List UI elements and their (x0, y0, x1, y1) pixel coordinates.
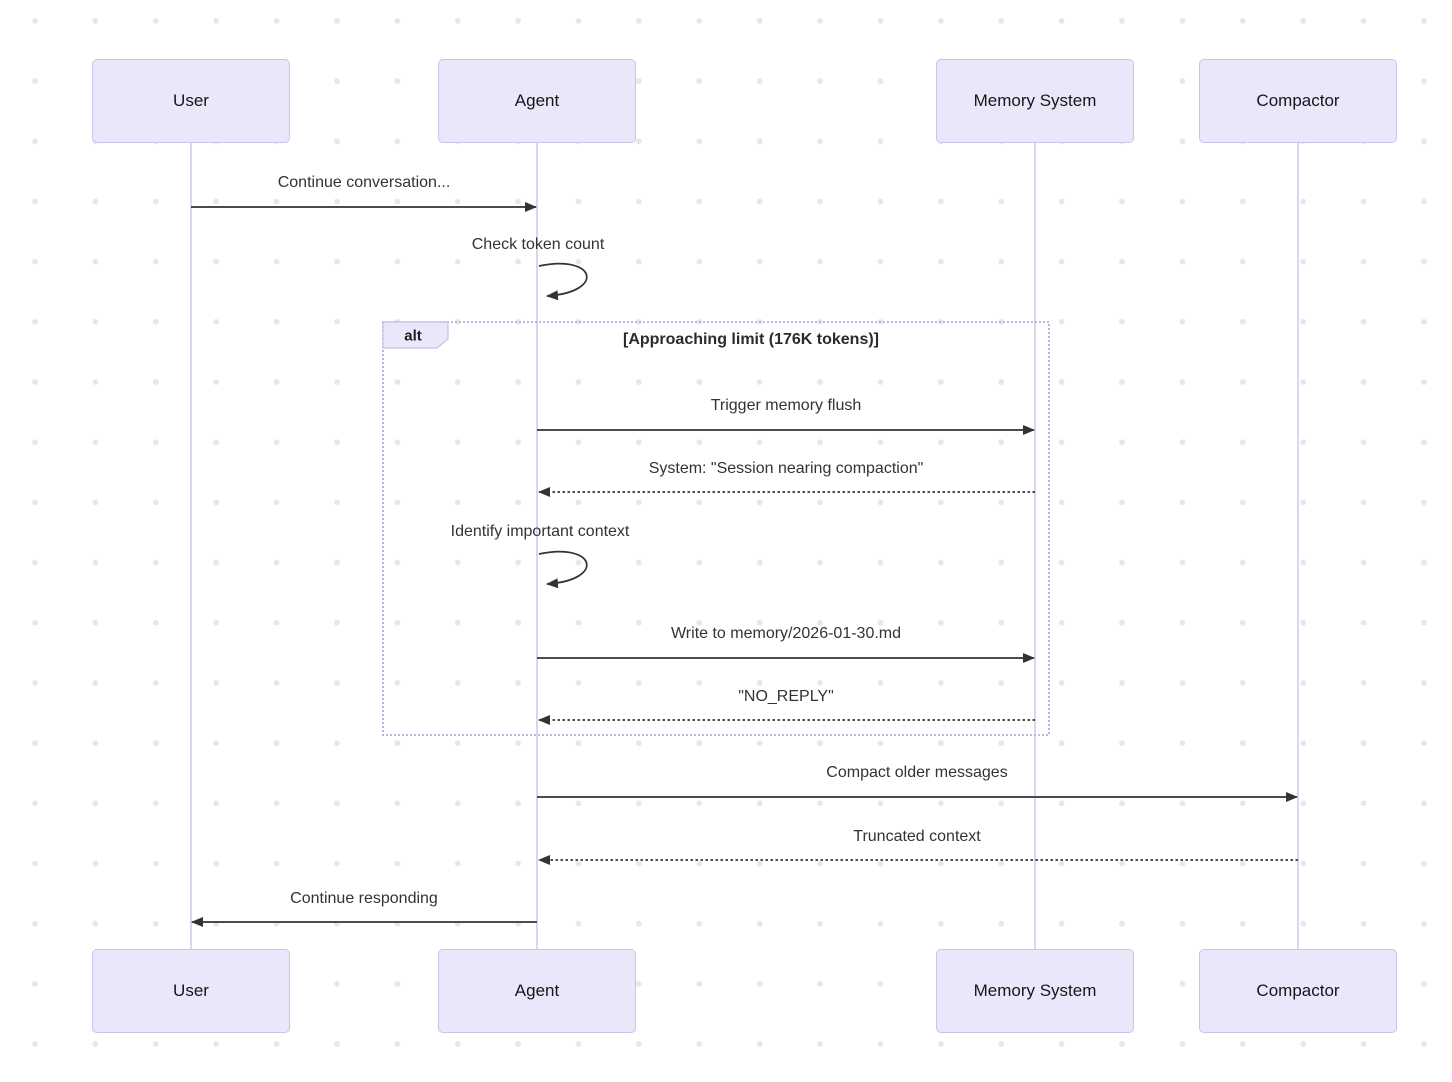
participant-memory-system-label: Memory System (973, 981, 1097, 1000)
participant-compactor-label: Compactor (1256, 981, 1340, 1000)
participant-user-label: User (173, 91, 209, 110)
participant-memory-system-label: Memory System (973, 91, 1097, 110)
message-label-truncated-context: Truncated context (853, 828, 981, 845)
message-label-continue-conversation: Continue conversation... (277, 174, 451, 191)
alt-operator-label: alt (404, 327, 422, 345)
participant-agent-top: Agent (438, 59, 636, 143)
alt-frame (382, 321, 1050, 736)
participant-compactor-top: Compactor (1199, 59, 1397, 143)
participant-user-bottom: User (92, 949, 290, 1033)
participant-compactor-label: Compactor (1256, 91, 1340, 110)
alt-label-box (382, 321, 449, 349)
participant-user-label: User (173, 981, 209, 1000)
participant-memory-system-top: Memory System (936, 59, 1134, 143)
alt-condition-label: [Approaching limit (176K tokens)] (622, 331, 880, 348)
self-loop-check-token-count (538, 262, 588, 301)
participant-agent-label: Agent (514, 981, 560, 1000)
message-label-trigger-memory-flush: Trigger memory flush (710, 397, 862, 414)
message-label-continue-responding: Continue responding (290, 890, 438, 907)
message-label-check-token-count: Check token count (471, 236, 605, 253)
message-label-session-nearing-compaction: System: "Session nearing compaction" (648, 460, 924, 477)
participant-user-top: User (92, 59, 290, 143)
participant-memory-system-bottom: Memory System (936, 949, 1134, 1033)
participant-agent-bottom: Agent (438, 949, 636, 1033)
participant-compactor-bottom: Compactor (1199, 949, 1397, 1033)
participant-agent-label: Agent (514, 91, 560, 110)
message-label-no-reply: "NO_REPLY" (738, 688, 834, 705)
message-label-compact-older-messages: Compact older messages (826, 764, 1008, 781)
message-label-write-to-memory: Write to memory/2026-01-30.md (670, 625, 902, 642)
self-loop-identify-important-context (538, 550, 588, 589)
message-label-identify-important-context: Identify important context (450, 523, 630, 540)
